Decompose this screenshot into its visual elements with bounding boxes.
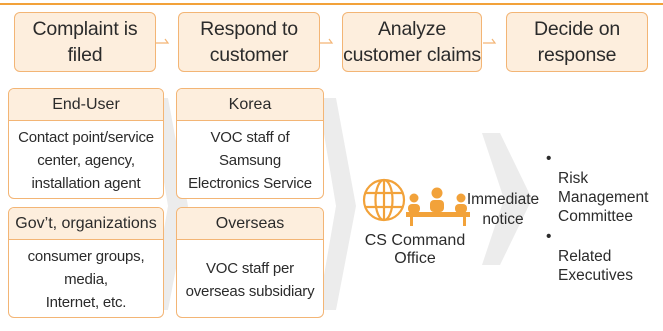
korea-box: Korea VOC staff of Samsung Electronics S… xyxy=(176,88,324,199)
recipient-item: • Related Executives xyxy=(544,228,663,285)
step-label: Analyze customer claims xyxy=(343,18,481,66)
end-user-body: Contact point/service center, agency, in… xyxy=(18,129,154,192)
govt-body: consumer groups, media, Internet, etc. xyxy=(27,248,145,311)
bullet-icon: • xyxy=(546,150,552,167)
govt-box: Gov’t, organizations consumer groups, me… xyxy=(8,207,164,318)
flow-chevron-icon xyxy=(318,98,356,310)
overseas-title: Overseas xyxy=(177,208,323,240)
top-rule xyxy=(0,3,663,5)
step-analyze-claims: Analyze customer claims xyxy=(342,12,482,72)
immediate-notice-label: Immediate notice xyxy=(466,191,540,228)
end-user-box: End-User Contact point/service center, a… xyxy=(8,88,164,199)
step-label: Complaint is filed xyxy=(32,18,138,66)
step-label: Respond to customer xyxy=(200,18,298,66)
overseas-body: VOC staff per overseas subsidiary xyxy=(185,259,315,300)
recipient-label: Risk Management Committee xyxy=(558,170,649,225)
korea-body: VOC staff of Samsung Electronics Service xyxy=(188,129,312,192)
step-label: Decide on response xyxy=(533,18,620,66)
overseas-box: Overseas VOC staff per overseas subsidia… xyxy=(176,207,324,318)
recipient-item: • Risk Management Committee xyxy=(544,150,663,226)
bullet-icon: • xyxy=(546,228,552,245)
step-decide-response: Decide on response xyxy=(506,12,648,72)
end-user-title: End-User xyxy=(9,89,163,121)
step-arrow-icon xyxy=(483,38,497,44)
korea-title: Korea xyxy=(177,89,323,121)
step-arrow-icon xyxy=(156,38,170,44)
step-complaint-filed: Complaint is filed xyxy=(14,12,156,72)
recipient-label: Related Executives xyxy=(558,248,633,284)
recipient-list: • Risk Management Committee • Related Exec… xyxy=(544,150,663,287)
step-respond-to-customer: Respond to customer xyxy=(178,12,320,72)
step-arrow-icon xyxy=(320,38,334,44)
govt-title: Gov’t, organizations xyxy=(9,208,163,240)
cs-office-icon xyxy=(362,178,470,226)
notice-chevron-icon xyxy=(482,133,532,265)
cs-office-label: CS Command Office xyxy=(364,232,466,267)
